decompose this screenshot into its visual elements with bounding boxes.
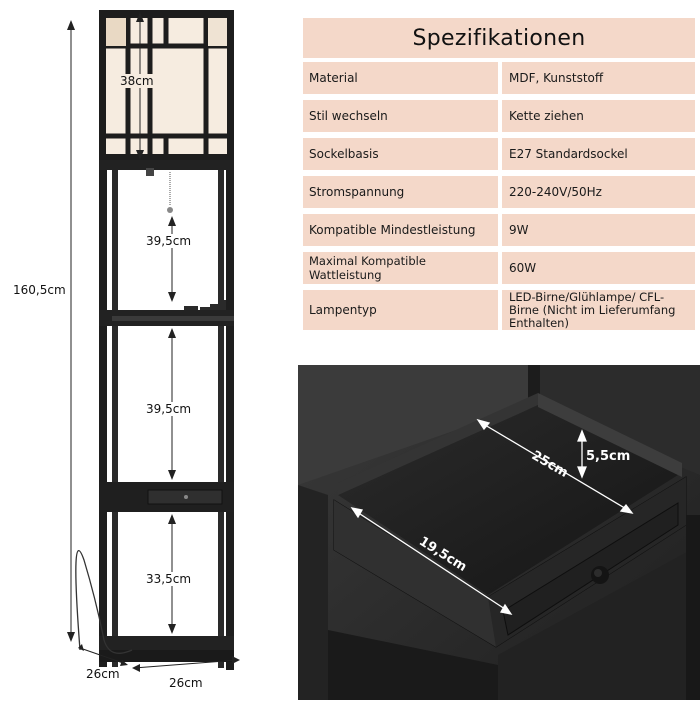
- spec-label: Stromspannung: [303, 176, 498, 208]
- drawer-height-label: 5,5cm: [586, 449, 631, 464]
- total-height-label: 160,5cm: [12, 283, 67, 297]
- spec-label: Sockelbasis: [303, 138, 498, 170]
- drawer-photo: 25cm 5,5cm 19,5cm: [298, 365, 700, 700]
- drawer-illustration: [298, 365, 700, 700]
- depth-label: 26cm: [85, 667, 121, 681]
- spec-value: Kette ziehen: [502, 100, 695, 132]
- spec-row-lamp-type: Lampentyp LED-Birne/Glühlampe/ CFL-Birne…: [303, 290, 695, 330]
- spec-row-socket: Sockelbasis E27 Standardsockel: [303, 138, 695, 170]
- spec-value: 60W: [502, 252, 695, 284]
- spec-value: 220-240V/50Hz: [502, 176, 695, 208]
- spec-row-max-wattage: Maximal Kompatible Wattleistung 60W: [303, 252, 695, 284]
- lamp-drawing: [67, 10, 240, 672]
- spec-value: LED-Birne/Glühlampe/ CFL-Birne (Nicht im…: [502, 290, 695, 330]
- spec-label: Kompatible Mindestleistung: [303, 214, 498, 246]
- spec-label: Stil wechseln: [303, 100, 498, 132]
- width-label: 26cm: [168, 676, 204, 690]
- spec-value: MDF, Kunststoff: [502, 62, 695, 94]
- spec-title: Spezifikationen: [303, 18, 695, 58]
- lamp-height-label: 38cm: [119, 74, 155, 88]
- spec-row-voltage: Stromspannung 220-240V/50Hz: [303, 176, 695, 208]
- spec-row-material: Material MDF, Kunststoff: [303, 62, 695, 94]
- spec-row-min-wattage: Kompatible Mindestleistung 9W: [303, 214, 695, 246]
- spec-label: Maximal Kompatible Wattleistung: [303, 252, 498, 284]
- shelf-2-height-label: 39,5cm: [145, 402, 193, 416]
- shelf-3-height-label: 33,5cm: [145, 572, 193, 586]
- spec-label: Lampentyp: [303, 290, 498, 330]
- spec-value: E27 Standardsockel: [502, 138, 695, 170]
- lamp-shelf-illustration: 160,5cm 38cm 39,5cm 39,5cm 33,5cm 26cm 2…: [0, 0, 300, 700]
- spec-row-style: Stil wechseln Kette ziehen: [303, 100, 695, 132]
- shelf-1-height-label: 39,5cm: [145, 234, 193, 248]
- spec-value: 9W: [502, 214, 695, 246]
- spec-label: Material: [303, 62, 498, 94]
